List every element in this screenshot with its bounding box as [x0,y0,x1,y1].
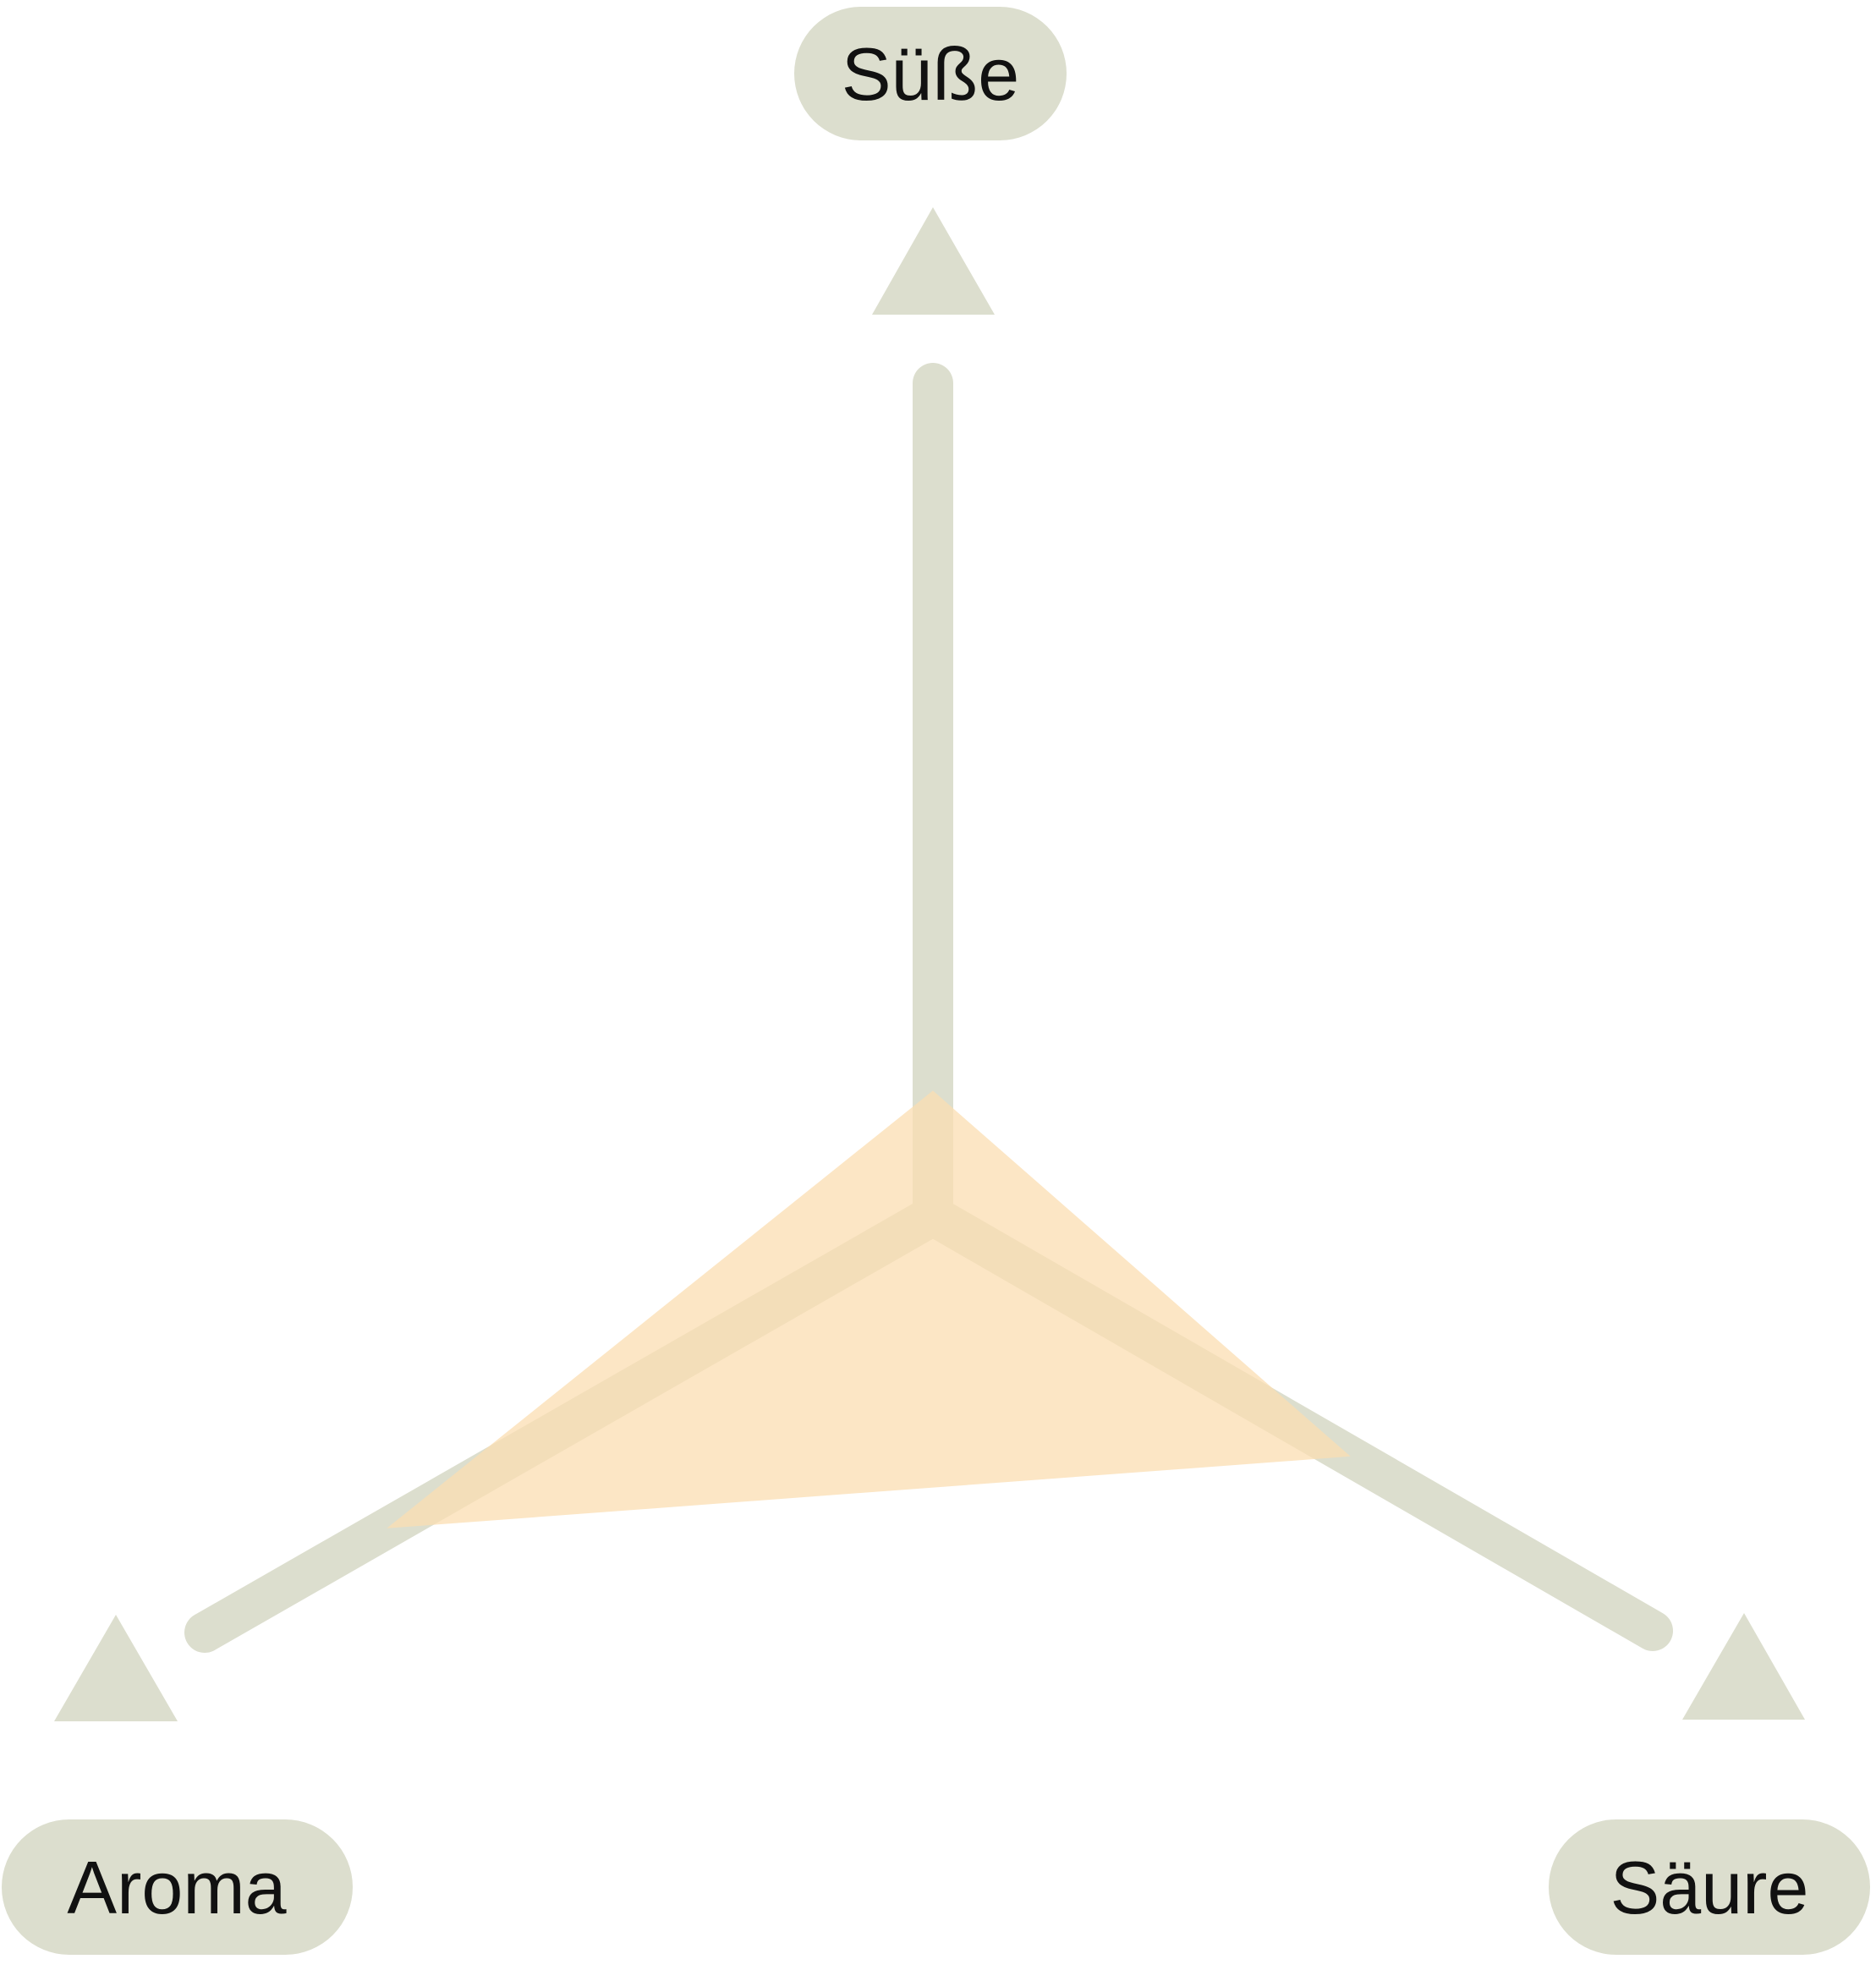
series-area [387,1090,1351,1528]
axis-label-susse: Süße [794,7,1067,140]
axis-label-saure-pill [1549,1819,1870,1955]
axis-label-saure: Säure [1549,1819,1870,1955]
axis-arrow-aroma [54,1615,178,1721]
axis-labels: Süße Säure Aroma [2,7,1870,1955]
axis-label-susse-text: Süße [842,32,1019,116]
axis-label-aroma-text: Aroma [67,1846,286,1929]
axis-arrow-susse [872,207,995,315]
axis-arrow-saure [1682,1613,1805,1720]
axis-label-aroma: Aroma [2,1819,353,1955]
axes-layer [54,207,1805,1721]
axis-label-susse-pill [794,7,1067,140]
axis-label-aroma-pill [2,1819,353,1955]
axis-label-saure-text: Säure [1610,1846,1809,1929]
